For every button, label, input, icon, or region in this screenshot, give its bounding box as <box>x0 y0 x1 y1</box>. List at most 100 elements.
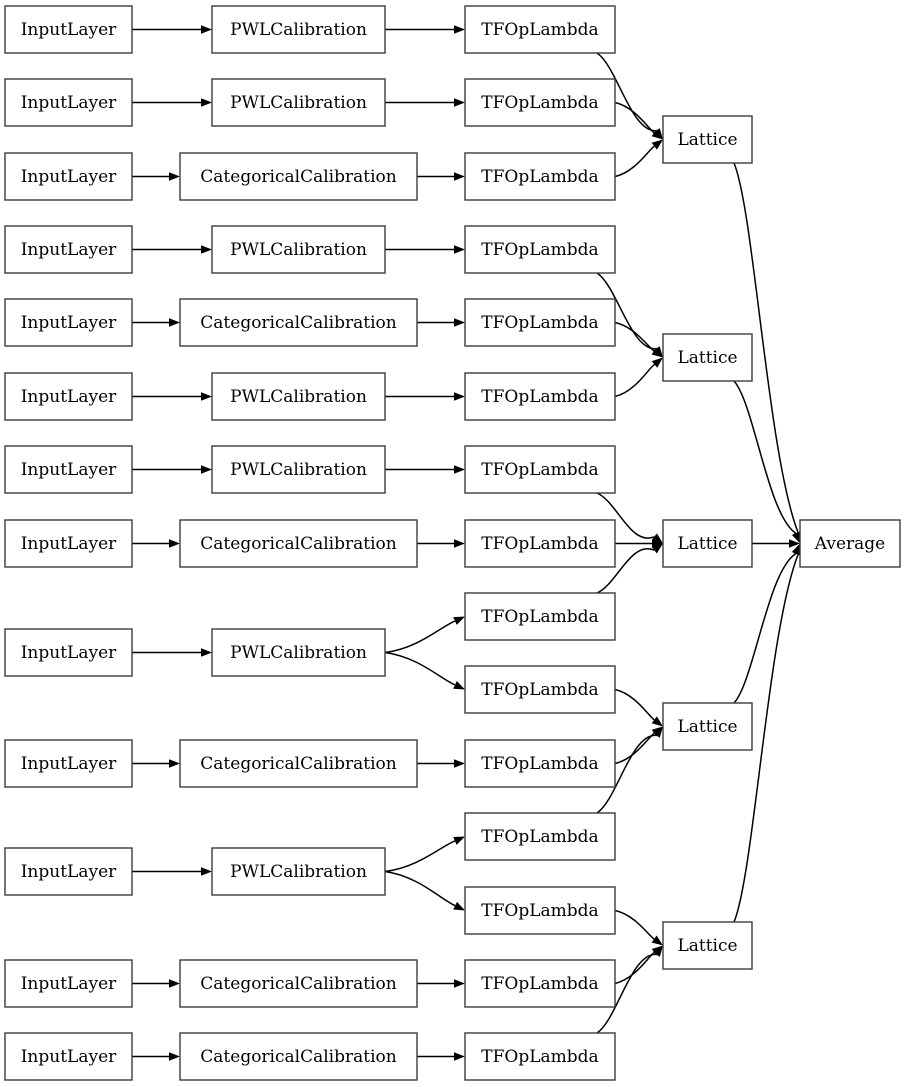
node-cal13[interactable]: CategoricalCalibration <box>179 1032 418 1081</box>
node-in9[interactable]: InputLayer <box>4 628 133 677</box>
node-avg[interactable]: Average <box>799 519 901 568</box>
node-box-cal8[interactable] <box>179 519 418 568</box>
node-in12[interactable]: InputLayer <box>4 959 133 1008</box>
node-lat1[interactable]: Lattice <box>662 115 753 164</box>
node-in7[interactable]: InputLayer <box>4 445 133 494</box>
node-box-in7[interactable] <box>4 445 133 494</box>
node-box-in13[interactable] <box>4 1032 133 1081</box>
node-box-cal2[interactable] <box>211 78 386 127</box>
node-op13[interactable]: TFOpLambda <box>464 886 616 935</box>
node-op6[interactable]: TFOpLambda <box>464 372 616 421</box>
node-box-op4[interactable] <box>464 225 616 274</box>
node-box-in8[interactable] <box>4 519 133 568</box>
node-box-op13[interactable] <box>464 886 616 935</box>
node-cal6[interactable]: PWLCalibration <box>211 372 386 421</box>
node-op11[interactable]: TFOpLambda <box>464 739 616 788</box>
node-box-cal9[interactable] <box>211 628 386 677</box>
node-box-op11[interactable] <box>464 739 616 788</box>
node-in10[interactable]: InputLayer <box>4 739 133 788</box>
node-op5[interactable]: TFOpLambda <box>464 298 616 347</box>
node-box-op15[interactable] <box>464 1032 616 1081</box>
node-cal1[interactable]: PWLCalibration <box>211 5 386 54</box>
node-lat5[interactable]: Lattice <box>662 921 753 970</box>
node-in13[interactable]: InputLayer <box>4 1032 133 1081</box>
node-box-cal3[interactable] <box>179 152 418 201</box>
node-cal10[interactable]: CategoricalCalibration <box>179 739 418 788</box>
node-label-op3: TFOpLambda <box>481 167 598 187</box>
node-cal9[interactable]: PWLCalibration <box>211 628 386 677</box>
node-box-cal4[interactable] <box>211 225 386 274</box>
node-box-lat1[interactable] <box>662 115 753 164</box>
node-in4[interactable]: InputLayer <box>4 225 133 274</box>
node-box-op3[interactable] <box>464 152 616 201</box>
node-box-in2[interactable] <box>4 78 133 127</box>
node-box-op5[interactable] <box>464 298 616 347</box>
node-box-op12[interactable] <box>464 812 616 861</box>
node-box-cal12[interactable] <box>179 959 418 1008</box>
node-op4[interactable]: TFOpLambda <box>464 225 616 274</box>
node-box-op14[interactable] <box>464 959 616 1008</box>
node-box-op10[interactable] <box>464 665 616 714</box>
node-in11[interactable]: InputLayer <box>4 847 133 896</box>
node-box-lat3[interactable] <box>662 519 753 568</box>
arrowhead-icon <box>454 25 465 34</box>
node-box-op6[interactable] <box>464 372 616 421</box>
node-box-in6[interactable] <box>4 372 133 421</box>
edge-in11-to-cal11 <box>132 867 212 876</box>
node-cal5[interactable]: CategoricalCalibration <box>179 298 418 347</box>
node-in5[interactable]: InputLayer <box>4 298 133 347</box>
node-op15[interactable]: TFOpLambda <box>464 1032 616 1081</box>
node-box-cal10[interactable] <box>179 739 418 788</box>
node-box-in4[interactable] <box>4 225 133 274</box>
node-box-op9[interactable] <box>464 592 616 641</box>
node-cal11[interactable]: PWLCalibration <box>211 847 386 896</box>
node-lat2[interactable]: Lattice <box>662 333 753 382</box>
node-box-in9[interactable] <box>4 628 133 677</box>
node-in3[interactable]: InputLayer <box>4 152 133 201</box>
node-box-cal5[interactable] <box>179 298 418 347</box>
node-cal4[interactable]: PWLCalibration <box>211 225 386 274</box>
node-box-avg[interactable] <box>799 519 901 568</box>
node-op14[interactable]: TFOpLambda <box>464 959 616 1008</box>
node-box-cal7[interactable] <box>211 445 386 494</box>
node-box-lat2[interactable] <box>662 333 753 382</box>
node-box-cal13[interactable] <box>179 1032 418 1081</box>
node-cal12[interactable]: CategoricalCalibration <box>179 959 418 1008</box>
node-box-cal11[interactable] <box>211 847 386 896</box>
node-in6[interactable]: InputLayer <box>4 372 133 421</box>
node-box-in5[interactable] <box>4 298 133 347</box>
node-box-op1[interactable] <box>464 5 616 54</box>
node-box-in12[interactable] <box>4 959 133 1008</box>
node-cal2[interactable]: PWLCalibration <box>211 78 386 127</box>
node-in1[interactable]: InputLayer <box>4 5 133 54</box>
edge-cal7-to-op7 <box>385 465 465 474</box>
node-op2[interactable]: TFOpLambda <box>464 78 616 127</box>
node-label-cal5: CategoricalCalibration <box>200 313 396 333</box>
node-op9[interactable]: TFOpLambda <box>464 592 616 641</box>
node-box-in10[interactable] <box>4 739 133 788</box>
node-box-op2[interactable] <box>464 78 616 127</box>
node-op7[interactable]: TFOpLambda <box>464 445 616 494</box>
node-in2[interactable]: InputLayer <box>4 78 133 127</box>
node-in8[interactable]: InputLayer <box>4 519 133 568</box>
node-op10[interactable]: TFOpLambda <box>464 665 616 714</box>
node-op1[interactable]: TFOpLambda <box>464 5 616 54</box>
node-op3[interactable]: TFOpLambda <box>464 152 616 201</box>
node-box-op8[interactable] <box>464 519 616 568</box>
node-box-op7[interactable] <box>464 445 616 494</box>
node-box-cal1[interactable] <box>211 5 386 54</box>
node-box-in3[interactable] <box>4 152 133 201</box>
node-op12[interactable]: TFOpLambda <box>464 812 616 861</box>
node-box-cal6[interactable] <box>211 372 386 421</box>
node-cal8[interactable]: CategoricalCalibration <box>179 519 418 568</box>
node-cal7[interactable]: PWLCalibration <box>211 445 386 494</box>
arrowhead-icon <box>454 1052 465 1061</box>
node-box-in1[interactable] <box>4 5 133 54</box>
node-box-lat5[interactable] <box>662 921 753 970</box>
node-cal3[interactable]: CategoricalCalibration <box>179 152 418 201</box>
node-op8[interactable]: TFOpLambda <box>464 519 616 568</box>
node-lat4[interactable]: Lattice <box>662 702 753 751</box>
node-box-in11[interactable] <box>4 847 133 896</box>
node-lat3[interactable]: Lattice <box>662 519 753 568</box>
node-box-lat4[interactable] <box>662 702 753 751</box>
